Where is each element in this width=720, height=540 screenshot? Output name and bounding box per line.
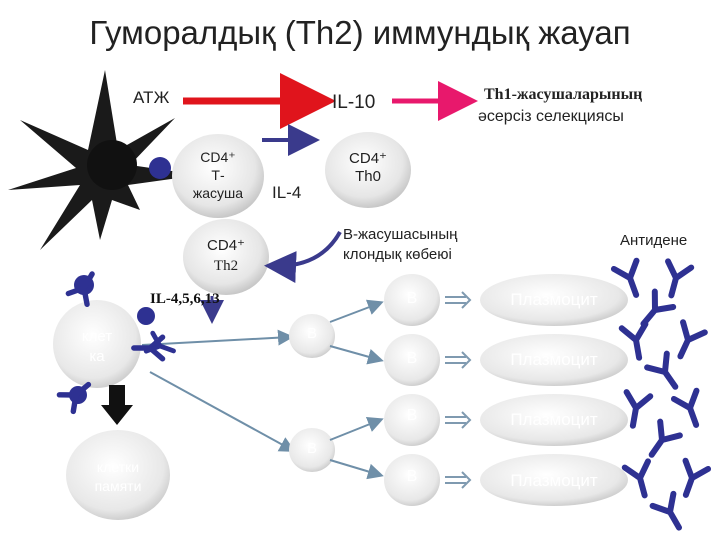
b-right-3-label: B <box>406 407 418 424</box>
b-cell-left <box>53 300 141 388</box>
page-title: Гуморалдық (Th2) иммундық жауап <box>89 14 631 51</box>
cd4-th2-label: CD4⁺ Th2 <box>207 237 245 274</box>
il4-label: IL-4 <box>272 183 302 202</box>
b-right-1-label: B <box>406 290 418 307</box>
cd4-th2-cell <box>183 219 269 295</box>
memory-cell-label: клетки памяти <box>94 459 142 494</box>
dendritic-cell-icon <box>8 70 200 250</box>
plasmocyte-2 <box>480 334 628 386</box>
cd4-th0-cell <box>325 132 411 208</box>
apc-label: АТЖ <box>133 88 170 107</box>
b-cell-mid-1 <box>289 314 335 358</box>
plasmocyte-1-label: Плазмоцит <box>510 290 598 309</box>
cytokines-label: IL-4,5,6,13 <box>150 291 220 307</box>
receptor-icon <box>59 269 176 412</box>
b-clone-label: В-жасушасының клондық көбеюі <box>343 226 458 263</box>
plasmocyte-4-label: Плазмоцит <box>510 471 598 490</box>
b-mid-1-label: B <box>306 325 317 342</box>
plasmocyte-2-label: Плазмоцит <box>510 350 598 369</box>
th1-label-line1: Th1-жасушаларының <box>484 86 643 103</box>
plasmocyte-3 <box>480 394 628 446</box>
down-arrow-icon <box>101 385 133 425</box>
b-right-2-label: B <box>406 350 418 367</box>
receptor-icon <box>149 157 171 179</box>
cd4-t-cell <box>172 134 264 218</box>
antibody-label: Антидене <box>620 232 688 249</box>
memory-cell <box>66 430 170 520</box>
b-right-4-label: B <box>406 468 418 485</box>
plasmocyte-4 <box>480 454 628 506</box>
b-cell-mid-2 <box>289 428 335 472</box>
b-cell-label: клет ка <box>81 328 113 365</box>
curved-arrow <box>264 231 342 283</box>
th1-label-line2: әсерсіз селекциясы <box>478 108 624 125</box>
b-mid-2-label: B <box>306 440 317 457</box>
plasmocyte-1 <box>480 274 628 326</box>
cd4-t-label: CD4⁺ Т- жасуша <box>192 149 244 201</box>
plasmocyte-3-label: Плазмоцит <box>510 410 598 429</box>
cd4-th0-label: CD4⁺ Th0 <box>349 150 387 185</box>
antibody-icon <box>614 261 708 534</box>
il10-label: IL-10 <box>332 92 376 113</box>
